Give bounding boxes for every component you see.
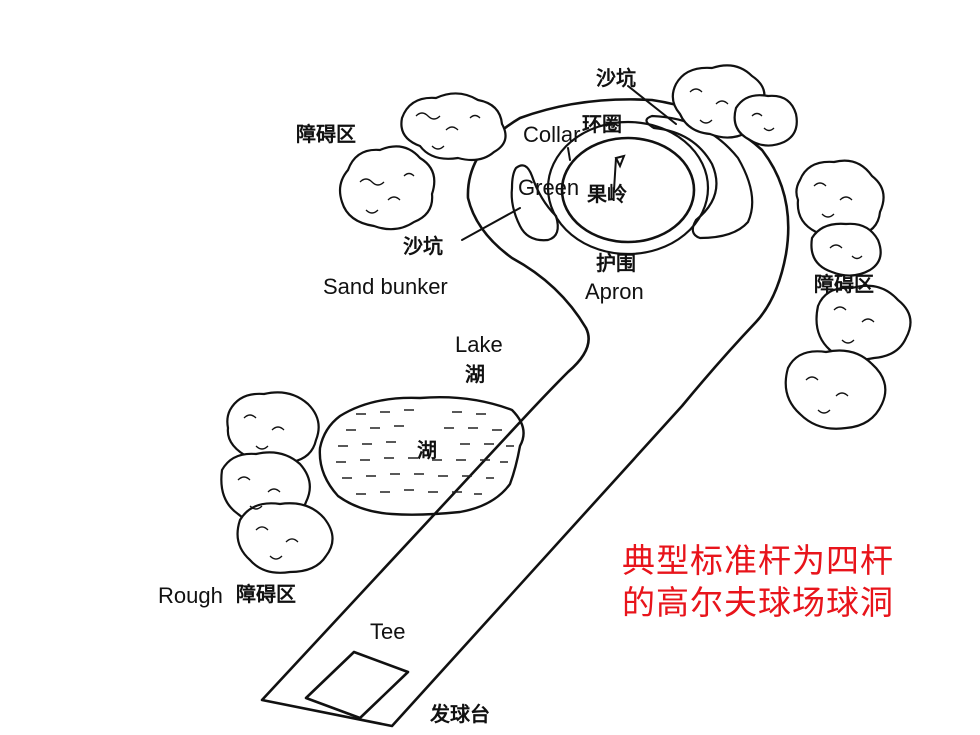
sand-bunker-left <box>510 164 559 242</box>
fairway-outline <box>260 98 790 728</box>
pointer-collar <box>567 147 571 161</box>
green-label-cn: 果岭 <box>587 182 627 206</box>
sand-bunker-left-label: 沙坑 <box>403 234 443 258</box>
green <box>560 136 696 244</box>
tee-box <box>304 650 410 720</box>
flag-icon <box>613 154 626 191</box>
sand-bunker-top-label: 沙坑 <box>596 66 636 90</box>
apron-label-cn: 护围 <box>596 251 636 275</box>
hazard-right-label: 障碍区 <box>814 272 874 296</box>
trees-upper-left <box>338 92 507 231</box>
lake-water-dashes <box>336 409 514 495</box>
pointer-left-sand <box>461 207 521 241</box>
sand-bunker-right <box>645 114 754 240</box>
lake-inner-label: 湖 <box>417 438 437 462</box>
trees-right <box>784 159 912 430</box>
lake-label-cn: 湖 <box>465 362 485 386</box>
collar-label-en: Collar <box>523 122 581 147</box>
apron-label-en: Apron <box>585 279 644 304</box>
collar <box>546 120 710 256</box>
lake <box>318 396 525 516</box>
tee-label-cn: 发球台 <box>430 702 490 726</box>
hazard-left-label: 障碍区 <box>296 122 356 146</box>
green-label-en: Green <box>518 175 580 200</box>
trees-top-right <box>671 64 798 147</box>
sand-bunker-label-en: Sand bunker <box>323 274 448 299</box>
tree-texture <box>237 88 875 560</box>
tee-label-en: Tee <box>370 619 406 644</box>
lake-label-en: Lake <box>455 332 503 357</box>
rough-label-cn: 障碍区 <box>236 582 296 606</box>
caption-line-2: 的高尔夫球场球洞 <box>622 583 894 622</box>
collar-label-cn: 环圈 <box>582 112 622 136</box>
caption-line-1: 典型标准杆为四杆 <box>622 541 894 580</box>
diagram-caption: 典型标准杆为四杆 的高尔夫球场球洞 <box>622 540 894 624</box>
trees-left <box>220 391 334 574</box>
pointer-top-sand <box>627 85 677 125</box>
rough-label-en: Rough <box>158 583 223 608</box>
